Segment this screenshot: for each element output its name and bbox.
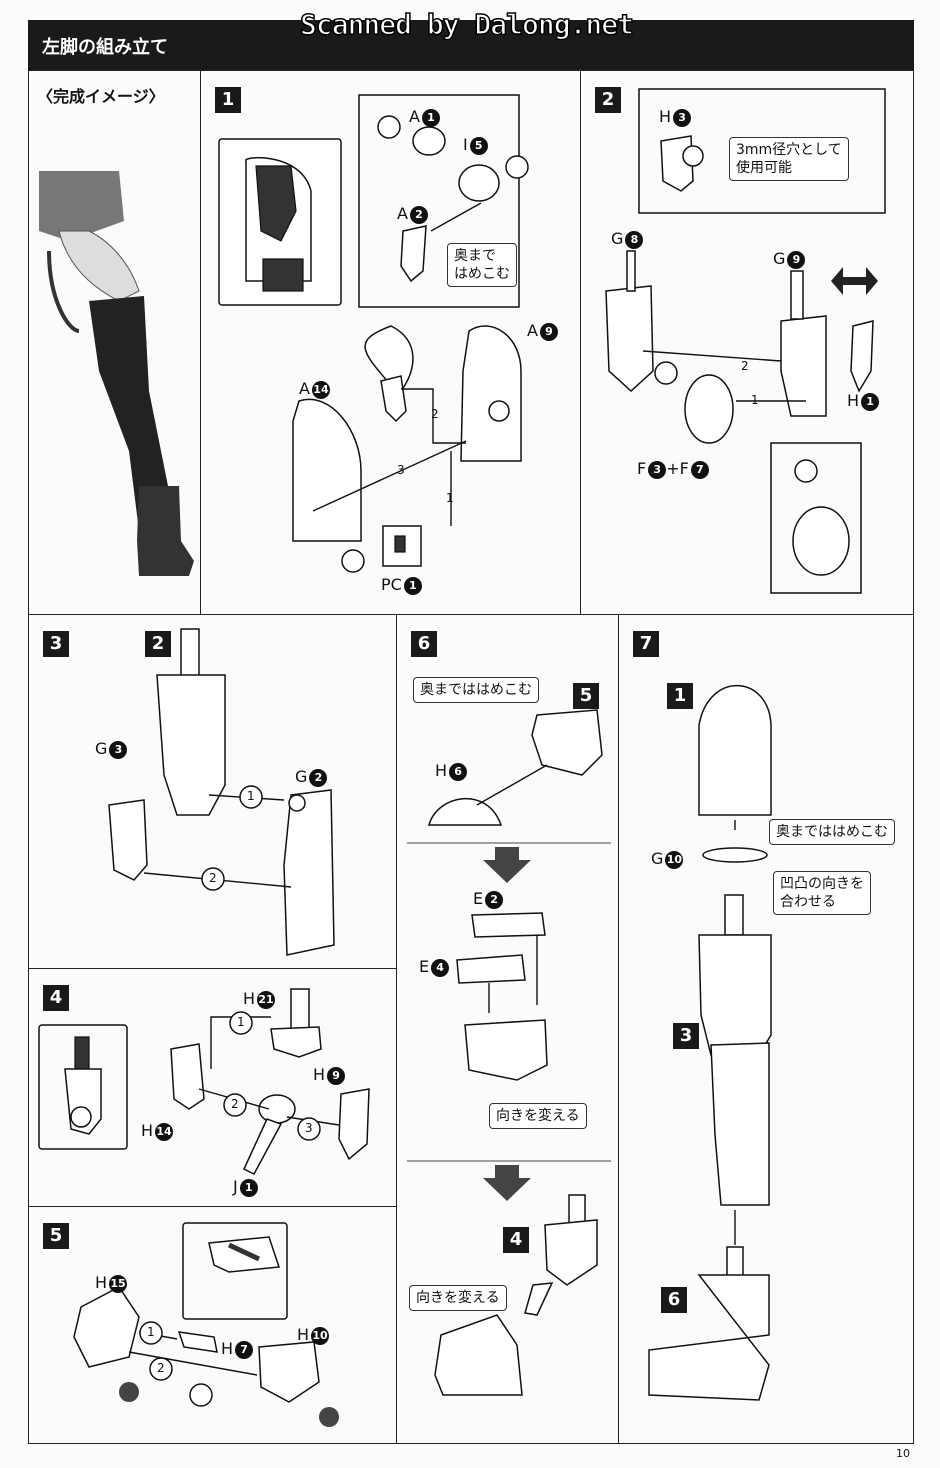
step-number: 3 — [43, 631, 69, 657]
scan-watermark: Scanned by Dalong.net — [299, 7, 635, 42]
ref-number: 2 — [145, 631, 171, 657]
ref-number: 3 — [673, 1023, 699, 1049]
sequence-marker-1: 1 — [237, 1015, 245, 1029]
step-number: 7 — [633, 631, 659, 657]
page-number: 10 — [896, 1447, 910, 1460]
ref-number: 1 — [667, 683, 693, 709]
ref-number: 5 — [573, 683, 599, 709]
step-3-diagram — [108, 628, 335, 956]
step-6-callout-3: 向きを変える — [409, 1285, 507, 1311]
finished-leg-illustration — [39, 171, 194, 576]
ref-number: 6 — [661, 1287, 687, 1313]
step-6-callout-1: 奥までははめこむ — [413, 677, 539, 703]
sequence-marker-1: 1 — [446, 491, 454, 505]
section-title: 左脚の組み立て — [42, 37, 168, 58]
sequence-marker-3: 3 — [397, 463, 405, 477]
ref-number: 4 — [503, 1227, 529, 1253]
section-header: 左脚の組み立て — [28, 20, 914, 70]
preview-label: 〈完成イメージ〉 — [37, 87, 165, 106]
sequence-marker-2: 2 — [741, 359, 749, 373]
step-number: 4 — [43, 985, 69, 1011]
preview-panel: 〈完成イメージ〉 — [28, 70, 202, 616]
sequence-marker-2: 2 — [431, 407, 439, 421]
step-number: 5 — [43, 1223, 69, 1249]
step-7-callout-1: 奥までははめこむ — [769, 819, 895, 845]
sequence-marker-2: 2 — [231, 1097, 239, 1111]
sequence-marker-1: 1 — [247, 789, 255, 803]
step-5-diagram — [73, 1222, 339, 1427]
sequence-marker-3: 3 — [305, 1121, 313, 1135]
step-1-diagram — [218, 94, 529, 573]
step-6-callout-2: 向きを変える — [489, 1103, 587, 1129]
step-7-diagram — [648, 684, 772, 1401]
step-2-callout: 3mm径穴として 使用可能 — [729, 137, 849, 181]
sequence-marker-1: 1 — [147, 1325, 155, 1339]
step-number: 6 — [411, 631, 437, 657]
step-4-diagram — [38, 988, 370, 1175]
step-7-callout-2: 凹凸の向きを 合わせる — [773, 871, 871, 915]
step-number: 1 — [215, 87, 241, 113]
step-number: 2 — [595, 87, 621, 113]
sequence-marker-2: 2 — [157, 1361, 165, 1375]
sequence-marker-2: 2 — [209, 871, 217, 885]
step-6-diagram — [407, 709, 611, 1396]
step-1-callout: 奥まで はめこむ — [447, 243, 517, 287]
sequence-marker-1: 1 — [751, 393, 759, 407]
step-2-diagram — [605, 88, 886, 594]
